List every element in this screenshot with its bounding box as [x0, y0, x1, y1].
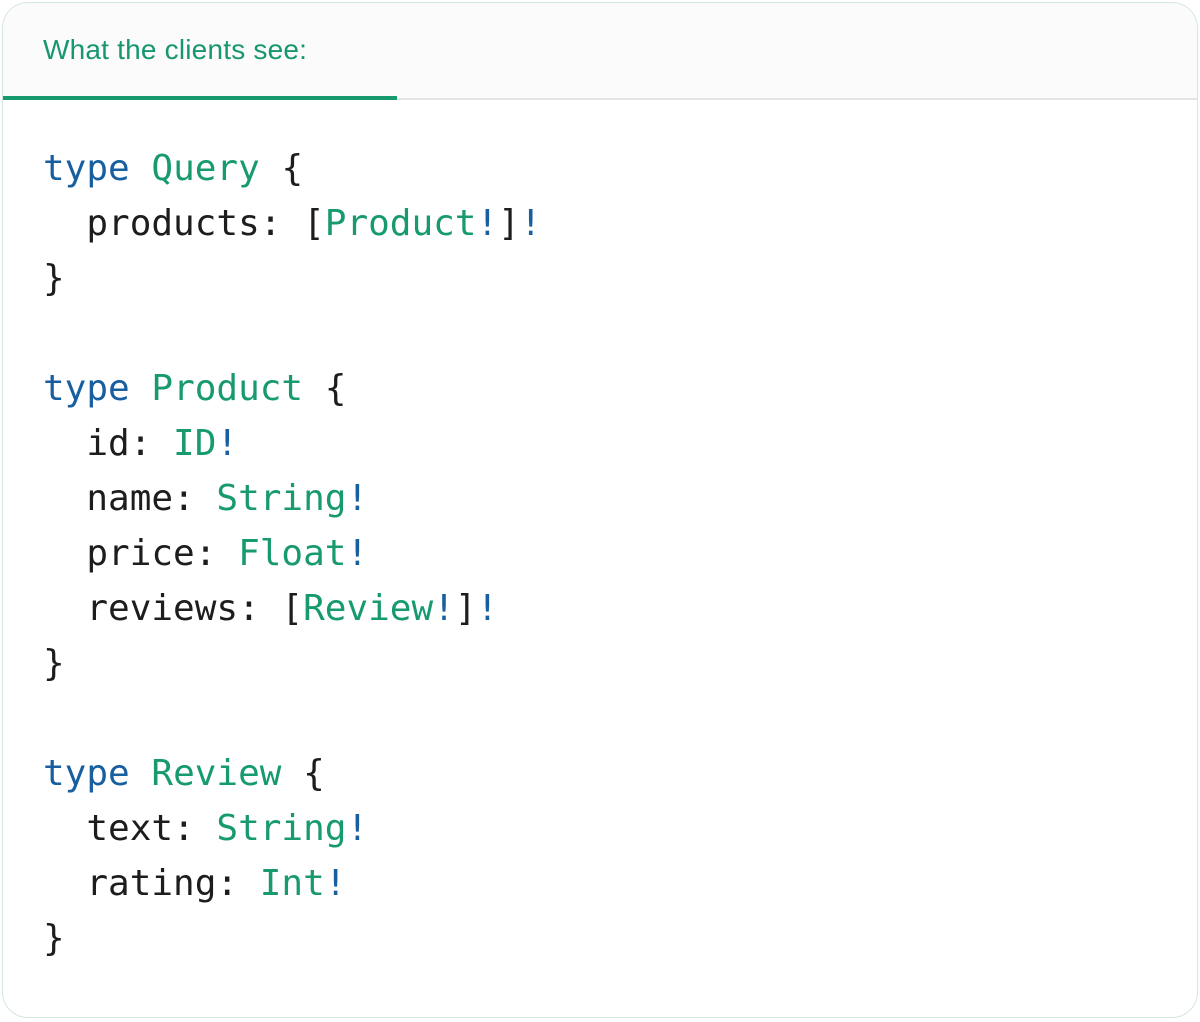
code-token-type: Query — [151, 148, 260, 189]
code-token-type: ID — [173, 423, 217, 464]
code-token-bang: ! — [346, 533, 369, 574]
code-token-bang: ! — [433, 588, 455, 629]
code-token-type: Float — [238, 533, 347, 574]
code-token-plain: price: — [43, 533, 239, 574]
code-line: type Review { — [43, 746, 1157, 801]
code-token-bang: ! — [476, 203, 499, 244]
code-token-plain — [130, 148, 152, 189]
code-token-plain: } — [43, 643, 65, 684]
code-token-plain: text: — [43, 808, 217, 849]
code-token-bang: ! — [216, 423, 239, 464]
code-line: } — [43, 251, 1157, 306]
code-token-plain — [130, 753, 152, 794]
code-line: type Product { — [43, 361, 1157, 416]
code-line: type Query { — [43, 141, 1157, 196]
code-token-type: Int — [259, 863, 325, 904]
code-token-plain: { — [281, 753, 325, 794]
code-line: rating: Int! — [43, 856, 1157, 911]
code-token-plain: } — [43, 258, 65, 299]
code-token-keyword: type — [43, 753, 130, 794]
code-token-bang: ! — [519, 203, 542, 244]
code-token-plain: { — [259, 148, 304, 189]
code-token-plain: ] — [454, 588, 477, 629]
code-token-plain: { — [303, 368, 347, 409]
code-token-plain: products: [ — [43, 203, 325, 244]
tab-what-clients-see[interactable]: What the clients see: — [3, 3, 397, 100]
code-token-bang: ! — [346, 478, 369, 519]
graphql-schema-code: type Query { products: [Product!]!}type … — [3, 100, 1197, 966]
code-line: } — [43, 636, 1157, 691]
code-token-plain: rating: — [43, 863, 260, 904]
code-token-keyword: type — [43, 368, 130, 409]
code-token-type: Product — [151, 368, 304, 409]
code-line: reviews: [Review!]! — [43, 581, 1157, 636]
code-line: id: ID! — [43, 416, 1157, 471]
code-token-plain: ] — [498, 203, 520, 244]
code-line: } — [43, 911, 1157, 966]
code-line: name: String! — [43, 471, 1157, 526]
code-token-type: String — [216, 808, 347, 849]
code-token-plain — [130, 368, 152, 409]
code-token-keyword: type — [43, 148, 130, 189]
tab-label: What the clients see: — [43, 33, 308, 65]
code-token-bang: ! — [346, 808, 369, 849]
code-line — [43, 306, 1157, 361]
code-line: price: Float! — [43, 526, 1157, 581]
code-token-bang: ! — [324, 863, 347, 904]
code-token-type: Product — [324, 203, 477, 244]
code-token-plain: id: — [43, 423, 174, 464]
tab-bar: What the clients see: — [3, 3, 1197, 100]
code-token-type: String — [216, 478, 347, 519]
code-token-plain: } — [43, 918, 65, 959]
code-line: products: [Product!]! — [43, 196, 1157, 251]
code-token-plain: reviews: [ — [43, 588, 304, 629]
code-token-type: Review — [151, 753, 282, 794]
code-line: text: String! — [43, 801, 1157, 856]
code-token-bang: ! — [476, 588, 499, 629]
code-token-type: Review — [303, 588, 434, 629]
code-token-plain: name: — [43, 478, 217, 519]
code-line — [43, 691, 1157, 746]
